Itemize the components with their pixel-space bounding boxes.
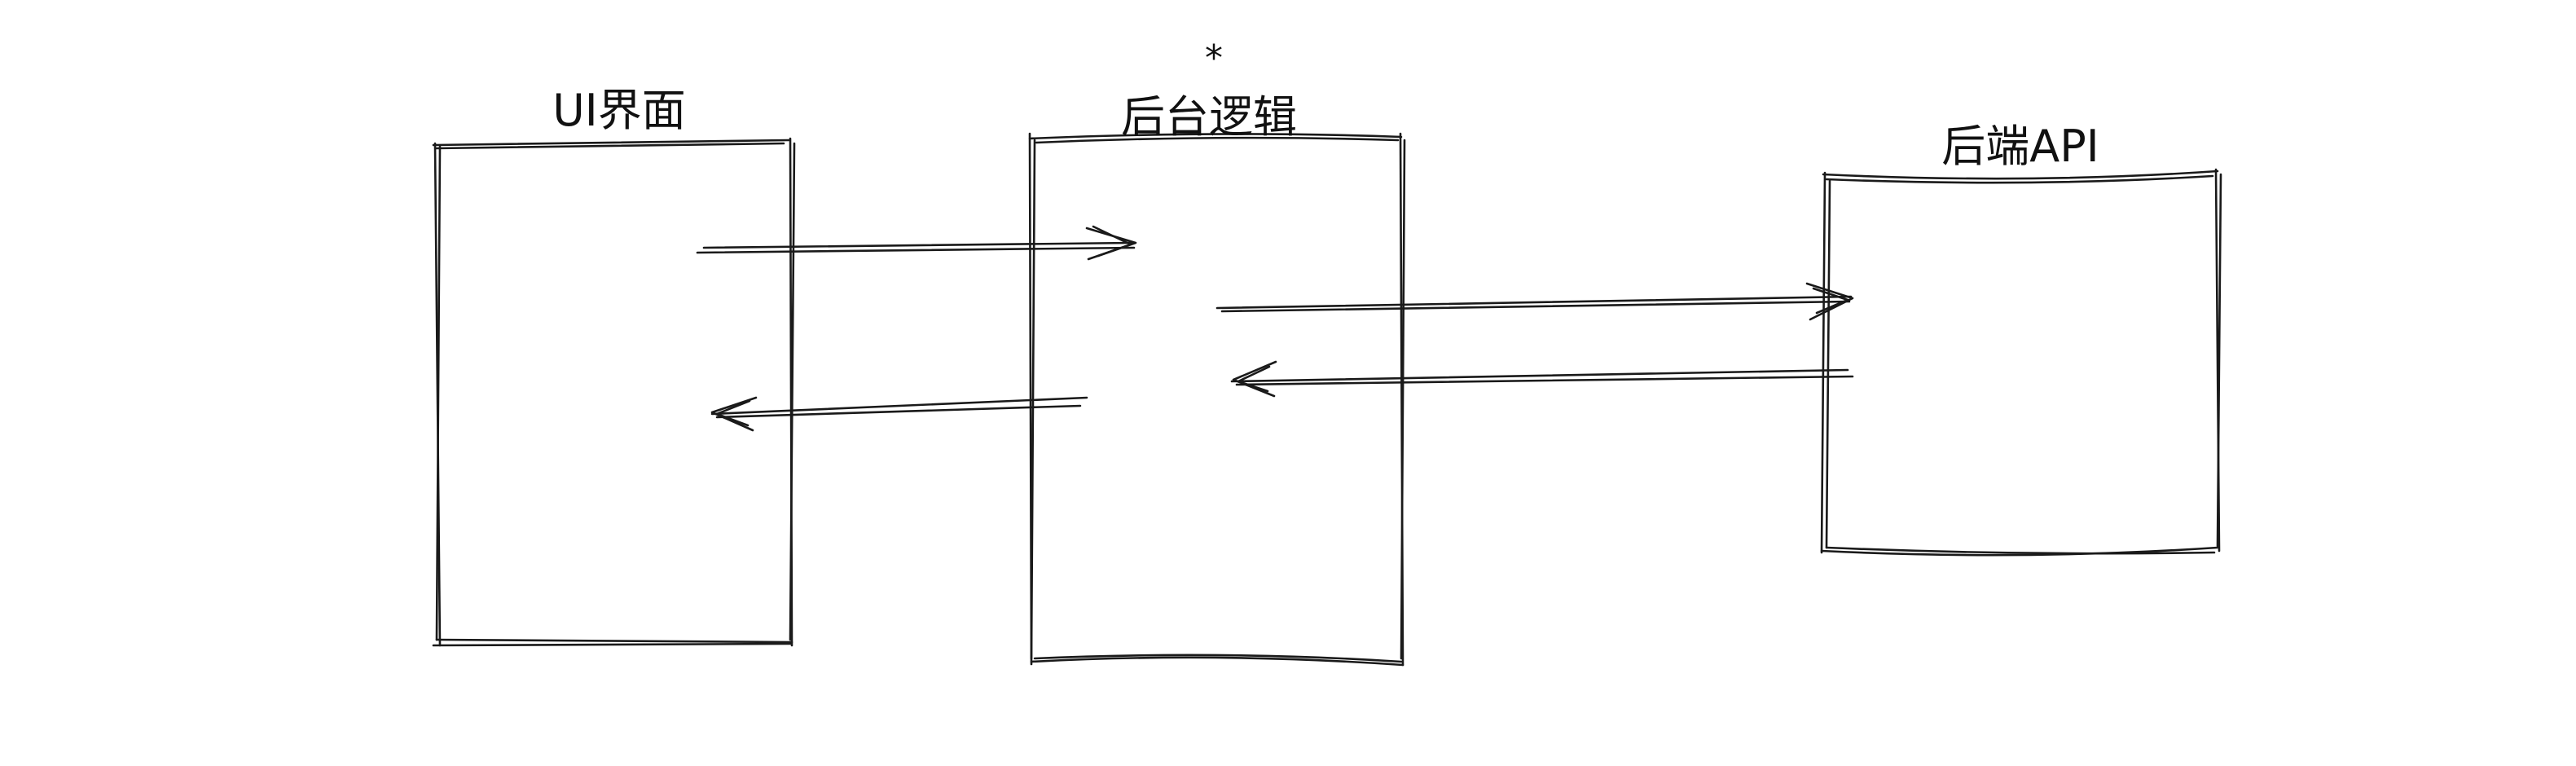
box-logic-label: 后台逻辑 <box>1121 91 1297 143</box>
box-ui-label: UI界面 <box>552 85 685 136</box>
box-ui[interactable] <box>432 137 796 647</box>
arrow-logic-to-api[interactable] <box>1215 282 1854 321</box>
arrow-ui-to-logic[interactable] <box>696 225 1137 261</box>
arrow-api-to-logic[interactable] <box>1230 360 1854 398</box>
box-api-label: 后端API <box>1941 121 2099 172</box>
box-logic[interactable] <box>1028 132 1406 667</box>
asterisk-marker: * <box>1205 37 1223 79</box>
arrow-logic-to-ui[interactable] <box>710 396 1088 432</box>
box-api[interactable] <box>1820 168 2222 557</box>
